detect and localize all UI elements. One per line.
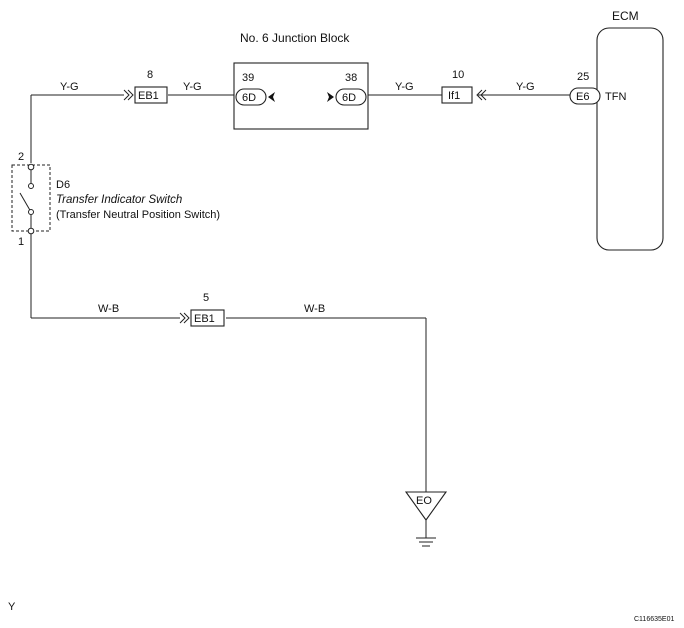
switch-name: Transfer Indicator Switch (56, 194, 182, 206)
junction-pin-left: 39 (242, 72, 254, 84)
connector-eb1-top: 8 EB1 (123, 69, 168, 104)
plug-chevron-icon (476, 89, 487, 101)
junction-connector-left-label: 6D (242, 92, 256, 104)
junction-connector-right-label: 6D (342, 92, 356, 104)
connector-name: If1 (448, 90, 460, 102)
connector-pin: 5 (203, 292, 209, 304)
ground-point: EO (404, 491, 448, 547)
ecm-connector-label: E6 (576, 91, 589, 103)
ecm-box (596, 27, 664, 251)
junction-pin-right: 38 (345, 72, 357, 84)
ecm-connector (569, 87, 601, 105)
switch-subname: (Transfer Neutral Position Switch) (56, 209, 220, 221)
switch-pin-top: 2 (18, 151, 24, 163)
ground-label: EO (416, 495, 432, 507)
terminal-top (27, 163, 35, 171)
footer-left: Y (8, 601, 16, 613)
wire-label-w-b-2: W-B (304, 303, 325, 315)
wire-label-y-g-4: Y-G (516, 81, 535, 93)
connector-box (441, 86, 473, 104)
junction-block: No. 6 Junction Block 39 38 6D 6D (233, 31, 369, 130)
connector-if1: 10 If1 (441, 69, 487, 104)
wire-label-y-g-2: Y-G (183, 81, 202, 93)
terminal-bottom (27, 227, 35, 235)
connector-eb1-bottom: 5 EB1 (179, 292, 225, 327)
switch-lever-icon (19, 192, 32, 213)
connector-pin: 8 (147, 69, 153, 81)
transfer-indicator-switch: 2 1 D6 Transfer Indicator Switch (Transf… (11, 151, 220, 248)
switch-pin-bottom: 1 (18, 236, 24, 248)
switch-contact-icon (28, 183, 34, 189)
ecm-title: ECM (612, 9, 639, 23)
switch-pivot-icon (28, 209, 34, 215)
wire-label-y-g-3: Y-G (395, 81, 414, 93)
connector-box (134, 86, 168, 104)
ground-triangle-icon (404, 491, 448, 521)
connector-name: EB1 (194, 313, 215, 325)
switch-id: D6 (56, 179, 70, 191)
ecm-pin: 25 (577, 71, 589, 83)
plug-chevron-icon (123, 89, 134, 101)
figure-code: C116635E01 (634, 616, 674, 623)
ecm-terminal-label: TFN (605, 91, 626, 103)
connector-box (190, 309, 225, 327)
wire-label-y-g-1: Y-G (60, 81, 79, 93)
junction-connector-right (335, 88, 367, 106)
plug-chevron-icon (179, 312, 190, 324)
junction-block-title: No. 6 Junction Block (240, 31, 350, 45)
arrow-left-icon (268, 92, 275, 102)
connector-pin: 10 (452, 69, 464, 81)
ecm-unit: ECM 25 E6 TFN (569, 9, 664, 251)
wire-label-w-b-1: W-B (98, 303, 119, 315)
connector-name: EB1 (138, 90, 159, 102)
arrow-right-icon (327, 92, 334, 102)
junction-connector-left (235, 88, 267, 106)
bottom-wire-run (30, 234, 427, 492)
